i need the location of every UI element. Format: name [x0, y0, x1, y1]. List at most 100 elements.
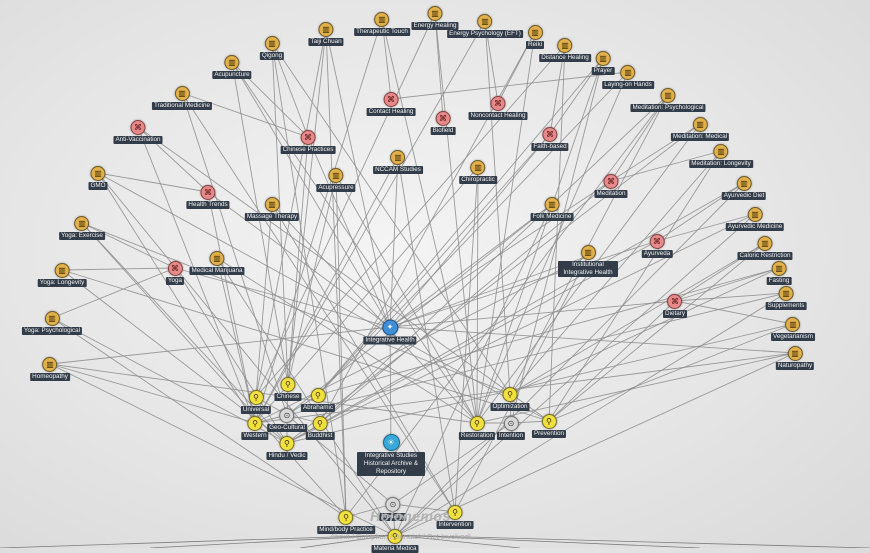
node-chiropractic[interactable]: ▥Chiropractic [459, 160, 497, 184]
node-medical-marijuana[interactable]: ▥Medical Marijuana [189, 251, 245, 275]
node-label: GMO [88, 182, 108, 190]
node-caloric[interactable]: ▥Caloric Restriction [737, 236, 793, 260]
edge-supplements-western [254, 292, 787, 424]
topic-book-icon: ▥ [757, 236, 773, 251]
node-therapeutic-touch[interactable]: ▥Therapeutic Touch [354, 12, 410, 36]
node-distance-healing[interactable]: ▥Distance Healing [539, 38, 591, 62]
node-taiji[interactable]: ▥Taiji Chuan [308, 22, 344, 46]
node-mind-body[interactable]: ⚲Mind/body Practice [317, 510, 375, 534]
node-label: Supplements [765, 302, 807, 310]
node-intervention[interactable]: ⚲Intervention [436, 505, 474, 529]
get-involved-link[interactable]: Get Involved! [426, 532, 471, 541]
node-label: Materia Medica [371, 545, 419, 553]
node-label: Acupuncture [212, 71, 252, 79]
trend-magnifier-icon: ⌘ [435, 111, 451, 126]
node-ayurvedic-medicine[interactable]: ▥Ayurvedic Medicine [725, 207, 785, 231]
node-archive[interactable]: ☀Integrative Studies Historical Archive … [357, 434, 425, 476]
node-med-medical[interactable]: ▥Meditation: Medical [670, 117, 730, 141]
donate-link[interactable]: Donate! [394, 532, 421, 541]
edge-yoga-exercise-yoga [81, 222, 176, 269]
about-link[interactable]: About [330, 532, 350, 541]
edge-health-trends-integrative-health [207, 191, 391, 328]
node-yoga[interactable]: ⌘Yoga [165, 261, 185, 285]
trend-magnifier-icon: ⌘ [649, 234, 665, 249]
node-acupuncture[interactable]: ▥Acupuncture [212, 55, 252, 79]
node-optimization[interactable]: ⚲Optimization [490, 387, 530, 411]
node-med-psych[interactable]: ▥Meditation: Psychological [630, 88, 706, 112]
node-label: Taiji Chuan [308, 38, 344, 46]
node-energy-healing[interactable]: ▥Energy Healing [411, 6, 459, 30]
node-traditional-medicine[interactable]: ▥Traditional Medicine [151, 86, 213, 110]
node-western[interactable]: ⚲Western [241, 416, 269, 440]
node-geo-cultural[interactable]: ⊙Geo-Cultural [267, 408, 307, 432]
topic-book-icon: ▥ [557, 38, 573, 53]
trend-magnifier-icon: ⌘ [300, 130, 316, 145]
node-prevention[interactable]: ⚲Prevention [531, 414, 567, 438]
node-naturopathy[interactable]: ▥Naturopathy [775, 346, 815, 370]
node-buddhist[interactable]: ⚲Buddhist [305, 416, 335, 440]
node-ayurvedic-diet[interactable]: ▥Ayurvedic Diet [721, 176, 767, 200]
node-ayurveda[interactable]: ⌘Ayurveda [641, 234, 673, 258]
node-abrahamic[interactable]: ⚲Abrahamic [300, 388, 336, 412]
trend-magnifier-icon: ⌘ [167, 261, 183, 276]
node-faith-based[interactable]: ⌘Faith-based [531, 127, 569, 151]
node-label: Health Trends [186, 201, 230, 209]
node-supplements[interactable]: ▥Supplements [765, 286, 807, 310]
node-vegetarianism[interactable]: ▥Vegetarianism [771, 317, 815, 341]
node-chinese-practices[interactable]: ⌘Chinese Practices [280, 130, 336, 154]
node-label: Hindu / Vedic [266, 452, 308, 460]
node-fasting[interactable]: ▥Fasting [766, 261, 792, 285]
node-nccam[interactable]: ▥NCCAM Studies [373, 150, 423, 174]
edge-nccam-western [254, 156, 399, 424]
node-biofield[interactable]: ⌘Biofield [430, 111, 456, 135]
node-label: Ayurvedic Medicine [725, 223, 785, 231]
node-reiki[interactable]: ▥Reiki [526, 25, 544, 49]
lens-lightbulb-icon: ⚲ [279, 436, 295, 451]
node-integrative-health[interactable]: ✦Integrative Health [363, 319, 417, 345]
node-gmo[interactable]: ▥GMO [88, 166, 108, 190]
node-inst-integrative[interactable]: ▥Institutional Integrative Health [558, 245, 618, 277]
node-yoga-psych[interactable]: ▥Yoga: Psychological [21, 311, 83, 335]
edge-gmo-prevention [97, 172, 550, 422]
node-modality[interactable]: ⊙Modality [379, 497, 407, 521]
node-anti-vax[interactable]: ⌘Anti-Vaccination [113, 120, 163, 144]
node-yoga-exercise[interactable]: ▥Yoga: Exercise [59, 216, 105, 240]
node-restoration[interactable]: ⚲Restoration [458, 416, 496, 440]
node-noncontact-healing[interactable]: ⌘Noncontact Healing [468, 96, 528, 120]
node-qigong[interactable]: ▥Qigong [259, 36, 285, 60]
node-label: Yoga: Longevity [37, 279, 87, 287]
topic-book-icon: ▥ [747, 207, 763, 222]
node-chinese[interactable]: ⚲Chinese [274, 377, 302, 401]
node-meditation[interactable]: ⌘Meditation [594, 174, 628, 198]
node-laying-hands[interactable]: ▥Laying-on Hands [602, 65, 654, 89]
topic-book-icon: ▥ [174, 86, 190, 101]
node-label: Geo-Cultural [267, 424, 307, 432]
node-label: Acupressure [316, 184, 356, 192]
topic-book-icon: ▥ [209, 251, 225, 266]
node-label: Meditation: Medical [670, 133, 730, 141]
node-med-longevity[interactable]: ▥Meditation: Longevity [689, 144, 753, 168]
edge-caloric-optimization [509, 242, 766, 395]
colophon-link[interactable]: Colophon [355, 532, 388, 541]
node-health-trends[interactable]: ⌘Health Trends [186, 185, 230, 209]
node-label: Integrative Health [363, 336, 417, 345]
node-acupressure[interactable]: ▥Acupressure [316, 168, 356, 192]
node-folk-medicine[interactable]: ▥Folk Medicine [530, 197, 574, 221]
edge-yoga-psych-yoga [51, 267, 176, 319]
edge-acupuncture-integrative-health [231, 61, 391, 328]
node-label: Folk Medicine [530, 213, 574, 221]
node-massage[interactable]: ▥Massage Therapy [244, 197, 300, 221]
node-intention[interactable]: ⊙Intention [496, 416, 526, 440]
node-prayer[interactable]: ▥Prayer [591, 51, 615, 75]
edge-massage-universal [255, 203, 273, 398]
node-label: Therapeutic Touch [354, 28, 410, 36]
node-yoga-longevity[interactable]: ▥Yoga: Longevity [37, 263, 87, 287]
node-label: Institutional Integrative Health [558, 261, 618, 277]
node-contact-healing[interactable]: ⌘Contact Healing [366, 92, 416, 116]
node-energy-psych[interactable]: ▥Energy Psychology (EFT) [447, 14, 523, 38]
node-hindu[interactable]: ⚲Hindu / Vedic [266, 436, 308, 460]
node-homeopathy[interactable]: ▥Homeopathy [30, 357, 70, 381]
node-dietary[interactable]: ⌘Dietary [663, 294, 687, 318]
node-universal[interactable]: ⚲Universal [240, 390, 272, 414]
edge-ayurvedic-diet-materia-medica [394, 182, 745, 537]
